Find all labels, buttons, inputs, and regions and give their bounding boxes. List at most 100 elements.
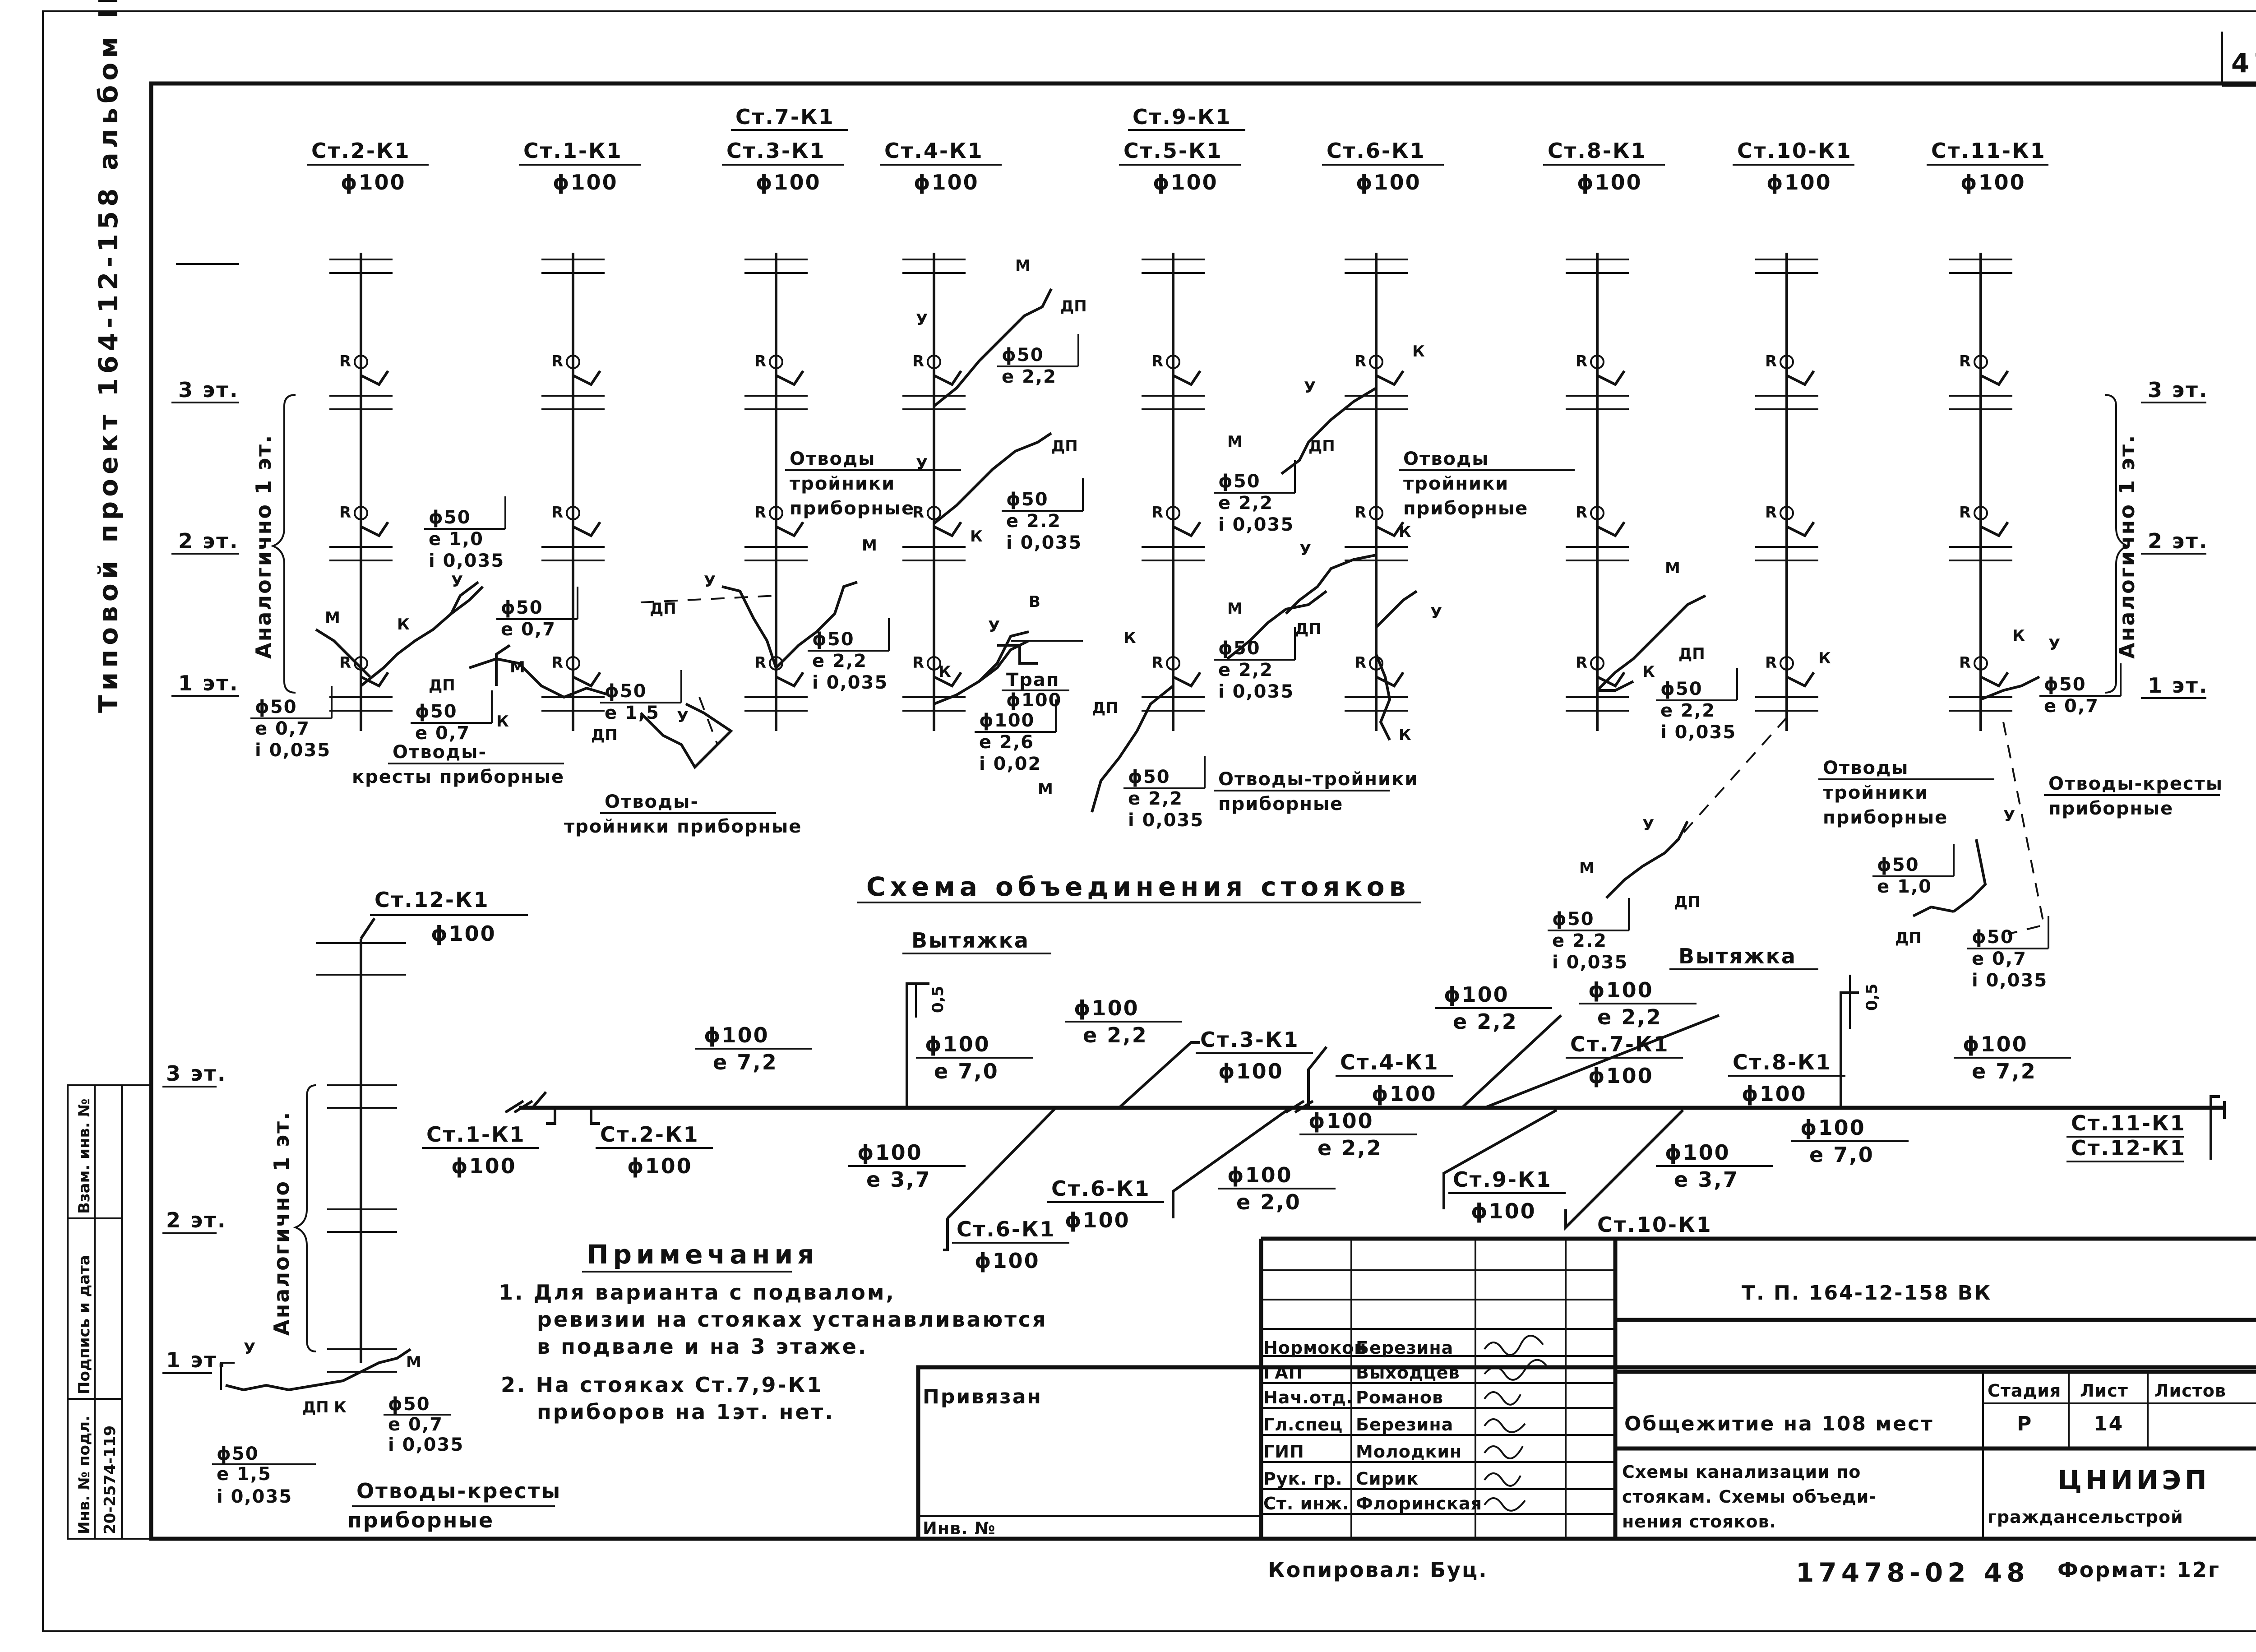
fixture-letter-shower: ДП xyxy=(650,600,676,618)
scheme-slope-dia: ϕ100 xyxy=(1308,1109,1374,1133)
fixture-letter-branch: К xyxy=(1818,649,1831,667)
fitting-note-line: тройники xyxy=(790,473,895,494)
inspection-letter: R xyxy=(551,352,563,370)
scheme-riser-dia: ϕ100 xyxy=(975,1249,1040,1273)
scheme-slope-len: e 2,2 xyxy=(1453,1009,1518,1034)
fixture-letter-washbasin: У xyxy=(704,573,716,591)
inspection-letter: R xyxy=(754,504,766,522)
inspection-fitting xyxy=(354,506,368,520)
riser-name: Ст.3-К1 xyxy=(726,139,826,163)
fixture-letter-branch: К xyxy=(2012,627,2025,645)
pipe-length: e 2,2 xyxy=(1660,700,1715,721)
fitting-note-line: Отводы- xyxy=(605,791,699,812)
stamp-inv-value: 20-2574-119 xyxy=(101,1425,119,1534)
fixture-letter-shower: ДП xyxy=(1295,620,1322,638)
tb-role-3: Нач.отд. xyxy=(1263,1388,1353,1407)
inspection-letter: R xyxy=(754,352,766,370)
inspection-fitting xyxy=(1780,656,1794,671)
tb-role-7: Ст. инж. xyxy=(1263,1494,1350,1513)
trap-dia: ϕ100 xyxy=(1006,690,1062,711)
inspection-fitting xyxy=(566,355,580,369)
inspection-fitting xyxy=(1780,506,1794,520)
fixture-letter-sink: М xyxy=(1015,257,1031,275)
floor-label-1: 1 эт. xyxy=(178,671,239,695)
pipe-length: e 2,2 xyxy=(1218,660,1273,680)
note-line-4: 2. На стояках Ст.7,9-К1 xyxy=(501,1373,823,1397)
fixture-letter-shower: ДП xyxy=(429,676,455,694)
scheme-slope-len: e 2,0 xyxy=(1236,1190,1301,1214)
st12-branch-slope: i 0,035 xyxy=(217,1486,292,1507)
st12-fitting-note-1: Отводы-кресты xyxy=(356,1479,561,1503)
fixture-letter-branch: К xyxy=(938,663,951,681)
pipe-slope: i 0,035 xyxy=(429,551,504,571)
tb-sheet-header: Лист xyxy=(2080,1381,2128,1401)
inspection-fitting xyxy=(769,506,783,520)
riser-name: Ст.4-К1 xyxy=(884,139,984,163)
pipe-length: e 1,5 xyxy=(605,703,660,723)
fixture-letter-shower: ДП xyxy=(1060,297,1087,315)
riser-extra-label: Ст.7-К1 xyxy=(735,105,835,129)
inspection-fitting xyxy=(1974,355,1988,369)
pipe-diameter: ϕ50 xyxy=(1972,927,2014,948)
st12-floor-1: 1 эт. xyxy=(166,1348,227,1372)
fixture-letter-shower: ДП xyxy=(1678,645,1705,663)
fixture-letter-sink: М xyxy=(406,1353,421,1371)
floor-label-2: 2 эт. xyxy=(178,529,239,553)
scheme-riser-name: Ст.2-К1 xyxy=(600,1122,699,1147)
fixture-letter-branch: К xyxy=(397,615,410,634)
tb-sheet-title-2: стоякам. Схемы объеди- xyxy=(1622,1487,1877,1507)
pipe-slope: i 0,035 xyxy=(1218,681,1294,702)
scheme-riser-name: Ст.4-К1 xyxy=(1340,1050,1439,1074)
pipe-diameter: ϕ50 xyxy=(1002,345,1044,366)
tb-privyazan: Привязан xyxy=(923,1385,1042,1408)
scheme-riser-dia: ϕ100 xyxy=(1742,1082,1807,1106)
pipe-slope: i 0,035 xyxy=(1552,952,1628,973)
analog-label-right: Аналогично 1 эт. xyxy=(2115,434,2139,659)
tb-sheet-title-1: Схемы канализации по xyxy=(1622,1462,1861,1482)
inspection-fitting xyxy=(927,506,941,520)
tb-name-5: Молодкин xyxy=(1356,1442,1462,1462)
fixture-letter-bath: В xyxy=(1029,593,1040,611)
fixture-letter-branch: К xyxy=(970,528,983,546)
copied-by: Копировал: Буц. xyxy=(1268,1558,1488,1582)
inspection-letter: R xyxy=(339,504,351,522)
fixture-letter-shower: ДП xyxy=(1895,929,1922,947)
inspection-letter: R xyxy=(1355,352,1366,370)
pipe-length: e 0,7 xyxy=(2044,696,2099,717)
fixture-letter-washbasin: У xyxy=(2048,636,2060,654)
fitting-note-line: Отводы xyxy=(790,449,875,469)
inspection-fitting xyxy=(1590,506,1604,520)
paper-format: Формат: 12г xyxy=(2057,1558,2220,1582)
note-line-5: приборов на 1эт. нет. xyxy=(537,1400,835,1424)
inspection-letter: R xyxy=(1576,352,1587,370)
inspection-letter: R xyxy=(1959,504,1971,522)
pipe-slope: i 0,035 xyxy=(1218,514,1294,535)
inspection-letter: R xyxy=(1151,654,1163,672)
riser-st12: Ст.12-К1 ϕ100 3 эт. 2 эт. 1 эт. Аналогич… xyxy=(162,888,561,1532)
scheme-riser-name: Ст.9-К1 xyxy=(1453,1167,1552,1192)
inspection-fitting xyxy=(1166,506,1180,520)
scheme-riser-dia: ϕ100 xyxy=(451,1154,517,1178)
fixture-letter-sink: М xyxy=(510,658,525,676)
fixture-letter-washbasin: У xyxy=(988,618,1000,636)
footer: Копировал: Буц. 17478-02 48 Формат: 12г xyxy=(1268,1557,2220,1588)
sheet-number: 47 xyxy=(2231,48,2256,79)
riser-name: Ст.6-К1 xyxy=(1327,139,1426,163)
